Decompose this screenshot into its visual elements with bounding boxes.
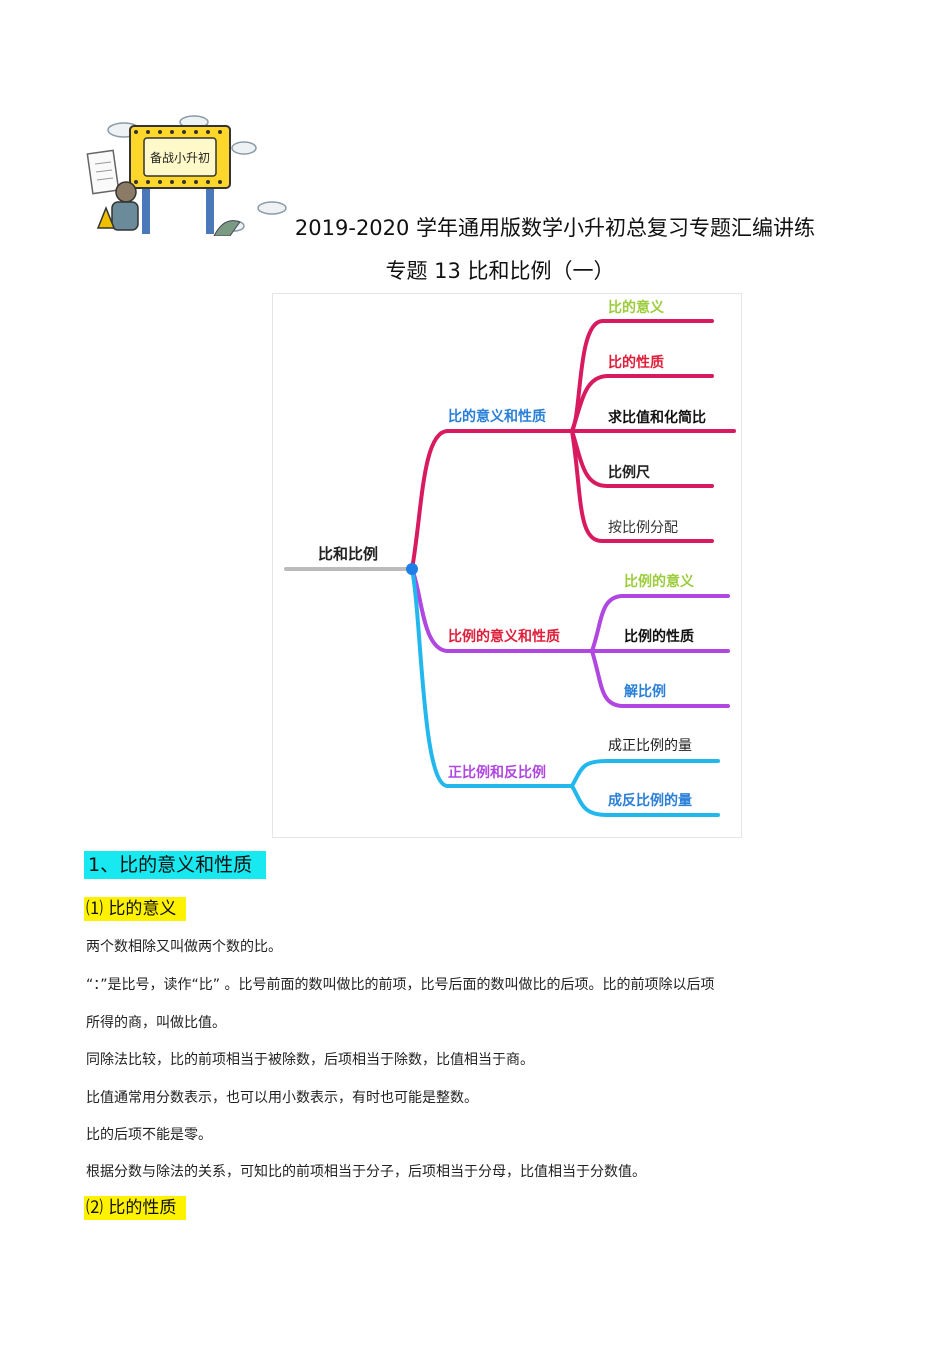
subsection-heading-1: ⑴ 比的意义 [84, 897, 187, 921]
branch2-label: 比例的意义和性质 [448, 628, 560, 645]
branch2-item-0: 比例的意义 [624, 573, 694, 590]
branch1-item-3: 比例尺 [608, 464, 650, 481]
branch2-item-2: 解比例 [624, 683, 666, 700]
document-title: 2019-2020 学年通用版数学小升初总复习专题汇编讲练 [294, 216, 816, 240]
branch3-label: 正比例和反比例 [448, 764, 546, 781]
paragraph-6: 比的后项不能是零。 [86, 1127, 212, 1143]
mindmap-root: 比和比例 [318, 545, 378, 563]
branch1-item-0: 比的意义 [608, 299, 664, 316]
subsection-heading-2: ⑵ 比的性质 [84, 1196, 187, 1220]
branch3-item-0: 成正比例的量 [608, 738, 692, 754]
section-heading: 1、比的意义和性质 [84, 851, 267, 879]
branch3-item-1: 成反比例的量 [608, 792, 692, 809]
header-logo: 备战小升初 [84, 112, 294, 237]
branch1-label: 比的意义和性质 [448, 408, 546, 425]
mind-map: 比和比例 比的意义和性质 比的意义 比的性质 求比值和化简比 比例尺 按比例分配… [272, 293, 742, 838]
logo-badge-text: 备战小升初 [150, 151, 210, 165]
branch1-item-1: 比的性质 [608, 354, 664, 371]
paragraph-4: 同除法比较，比的前项相当于被除数，后项相当于除数，比值相当于商。 [86, 1052, 534, 1068]
branch1-item-2: 求比值和化简比 [608, 409, 706, 426]
branch1-item-4: 按比例分配 [608, 520, 678, 536]
paragraph-5: 比值通常用分数表示，也可以用小数表示，有时也可能是整数。 [86, 1090, 478, 1106]
paragraph-7: 根据分数与除法的关系，可知比的前项相当于分子，后项相当于分母，比值相当于分数值。 [86, 1164, 646, 1180]
document-subtitle: 专题 13 比和比例（一） [385, 259, 615, 283]
paragraph-3: 所得的商，叫做比值。 [86, 1015, 226, 1031]
paragraph-1: 两个数相除又叫做两个数的比。 [86, 939, 282, 955]
branch2-item-1: 比例的性质 [624, 628, 694, 645]
root-node-dot [406, 563, 418, 575]
paragraph-2: “：”是比号，读作“比” 。比号前面的数叫做比的前项，比号后面的数叫做比的后项。… [86, 977, 715, 993]
